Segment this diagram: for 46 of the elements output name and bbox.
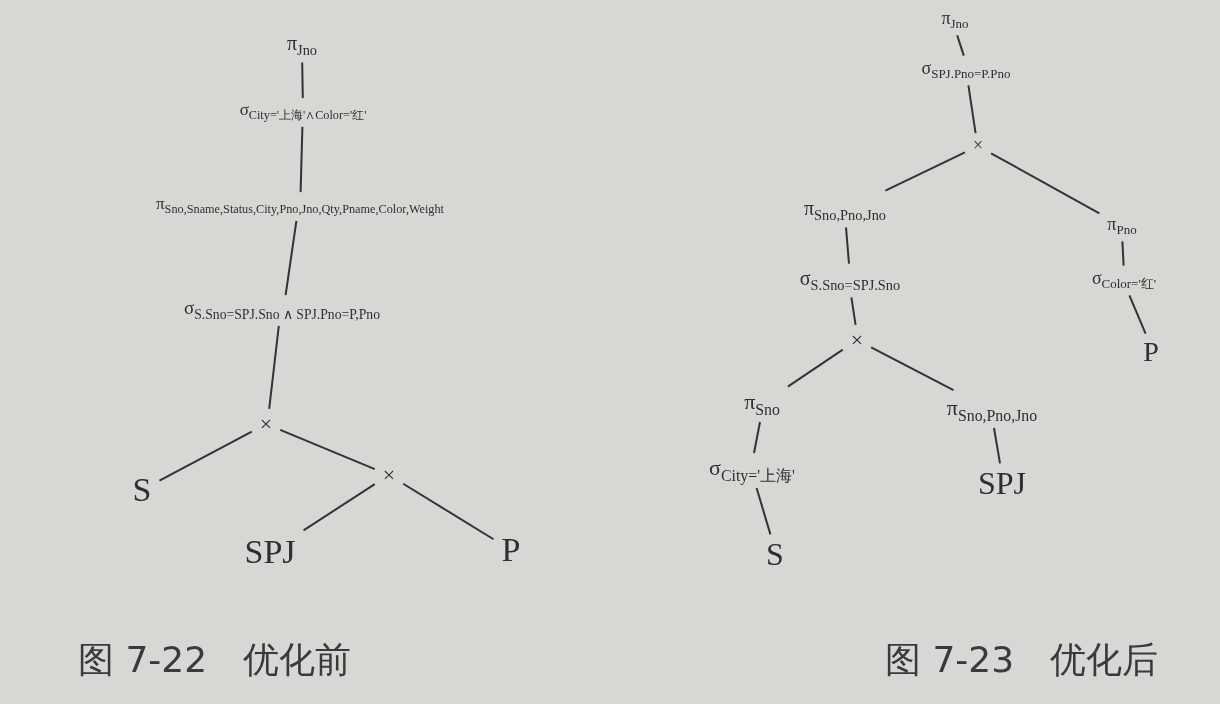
tree-edge	[967, 84, 977, 135]
operator-label: σ$_{S.Sno=SPJ.Sno ∧ SPJ.Pno=P,Pno}$	[182, 298, 382, 322]
tree-edge	[786, 348, 844, 388]
tree-edge	[990, 152, 1101, 215]
tree-edge	[158, 430, 253, 482]
operator-label: σ$_{S.Sno=SPJ.Sno}$	[797, 266, 903, 294]
tree-edge	[956, 34, 965, 57]
operator-label: π$_{Jno}$	[939, 8, 971, 32]
product-operator: ×	[257, 411, 275, 437]
tree-edge	[402, 482, 495, 541]
tree-edge	[884, 151, 966, 192]
relation-label: SPJ	[242, 533, 298, 571]
figure-caption: 图 7-23 优化后	[885, 638, 1159, 682]
product-operator: ×	[848, 327, 866, 353]
relation-label: S	[130, 471, 154, 509]
tree-edge	[302, 483, 376, 532]
tree-edge	[755, 487, 772, 536]
operator-label: π$_{Sno}$	[742, 390, 782, 418]
product-operator: ×	[380, 462, 398, 488]
tree-edge	[1121, 240, 1125, 267]
tree-edge	[299, 125, 304, 194]
operator-label: π$_{Jno}$	[284, 31, 320, 59]
operator-label: σ$_{Color='红'}$	[1089, 268, 1159, 292]
operator-label: π$_{Sno,Pno,Jno}$	[801, 196, 889, 224]
operator-label: σ$_{City='上海'}$	[707, 456, 797, 484]
tree-edge	[870, 346, 955, 391]
tree-edge	[993, 427, 1001, 465]
tree-edge	[268, 324, 280, 410]
tree-edge	[279, 428, 376, 471]
tree-edge	[284, 219, 298, 297]
operator-label: π$_{Sno,Sname,Status,City,Pno,Jno,Qty,Pname,Color,Weight}$	[154, 195, 446, 217]
tree-edge	[1128, 294, 1147, 335]
tree-edge	[753, 421, 761, 454]
relation-label: P	[499, 531, 523, 569]
relation-label: S	[764, 537, 786, 573]
relation-label: P	[1141, 336, 1161, 368]
product-operator: ×	[970, 136, 986, 156]
operator-label: σ$_{City='上海'∧Color='红'}$	[237, 101, 369, 123]
tree-edge	[845, 226, 850, 265]
operator-label: σ$_{SPJ.Pno=P.Pno}$	[919, 58, 1013, 82]
figure-caption: 图 7-22 优化前	[78, 638, 352, 682]
operator-label: π$_{Pno}$	[1105, 214, 1139, 238]
tree-edge	[301, 61, 304, 100]
tree-edge	[850, 296, 857, 326]
relation-label: SPJ	[976, 466, 1028, 502]
operator-label: π$_{Sno,Pno,Jno}$	[944, 396, 1040, 424]
